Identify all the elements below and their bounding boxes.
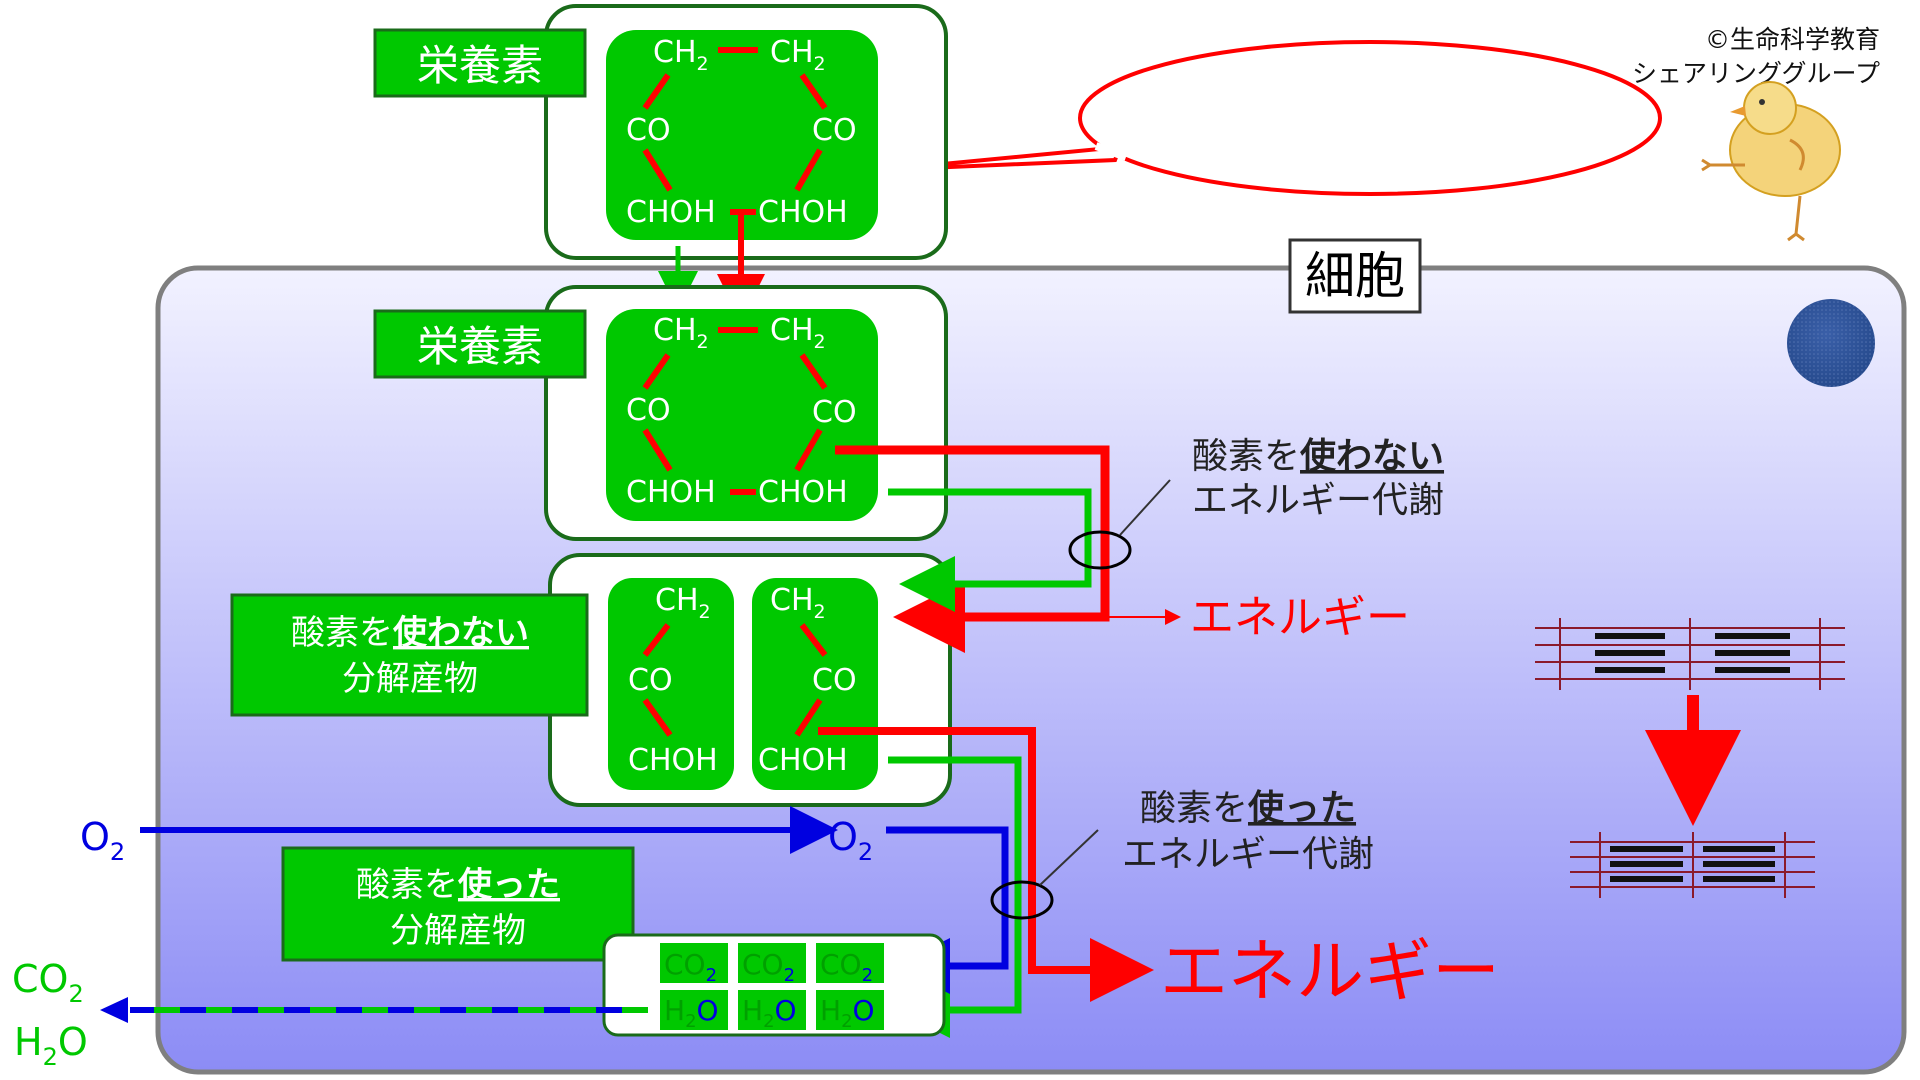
svg-text:CO: CO — [812, 395, 857, 430]
molecule-bonds-top — [642, 47, 828, 215]
svg-text:CHOH: CHOH — [758, 195, 848, 230]
svg-text:CO: CO — [812, 113, 857, 148]
sarcomere-contracted — [1570, 832, 1815, 898]
svg-text:CH2: CH2 — [653, 35, 709, 75]
svg-text:CO2: CO2 — [742, 948, 795, 986]
anaerobic-energy-label: エネルギー — [1190, 592, 1410, 643]
svg-text:CH2: CH2 — [653, 313, 709, 353]
speech-bubble — [879, 40, 1662, 196]
o2-outside-label: O2 — [80, 815, 125, 866]
anaerobic-metabolism-line2: エネルギー代謝 — [1192, 480, 1444, 521]
svg-text:CO: CO — [626, 113, 671, 148]
molecule-top: CH2 CH2 CO CO CHOH CHOH — [626, 35, 857, 230]
svg-text:H2O: H2O — [820, 994, 875, 1032]
svg-text:CHOH: CHOH — [626, 195, 716, 230]
aerobic-products-label-box — [281, 846, 635, 962]
svg-text:CHOH: CHOH — [626, 475, 716, 510]
svg-text:CHOH: CHOH — [758, 475, 848, 510]
svg-text:CO2: CO2 — [820, 948, 873, 986]
o2-inside-label: O2 — [828, 815, 873, 866]
cell-label: 細胞 — [1305, 247, 1405, 305]
svg-text:H2O: H2O — [742, 994, 797, 1032]
sarcomere-relaxed — [1535, 618, 1845, 690]
co2-texts: CO2 CO2 CO2 — [664, 948, 873, 986]
nutrient-label-top: 栄養素 — [417, 41, 543, 90]
chick-illustration — [1701, 81, 1841, 242]
anaerobic-callout-ring — [1068, 530, 1132, 570]
co2-outside-label: CO2 — [12, 957, 84, 1008]
aerobic-metabolism-line1: 酸素を使った — [1140, 788, 1356, 829]
h2o-outside-label: H2O — [14, 1020, 88, 1071]
molecule-cell: CH2 CH2 CO CO CHOH CHOH — [626, 313, 857, 510]
anaerobic-metabolism-line1: 酸素を使わない — [1192, 436, 1444, 477]
anaerobic-products-line1: 酸素を使わない — [291, 613, 529, 653]
nutrient-label-box-cell — [373, 309, 587, 379]
svg-text:CHOH: CHOH — [628, 743, 718, 778]
aerobic-products-line1: 酸素を使った — [356, 865, 560, 905]
half-molecule-right — [752, 578, 878, 790]
aerobic-metabolism-line2: エネルギー代謝 — [1122, 834, 1374, 875]
half-molecule-bonds — [642, 623, 828, 737]
svg-text:CO2: CO2 — [664, 948, 717, 986]
svg-text:CHOH: CHOH — [758, 743, 848, 778]
nutrient-label-cell: 栄養素 — [417, 322, 543, 371]
anaerobic-path-green — [888, 488, 1092, 612]
svg-text:CH2: CH2 — [770, 35, 826, 75]
aerobic-products-line2: 分解産物 — [390, 911, 526, 951]
svg-text:CH2: CH2 — [770, 313, 826, 353]
outflow-arrowhead — [100, 997, 128, 1023]
svg-text:CH2: CH2 — [655, 583, 711, 623]
aerobic-energy-label: エネルギー — [1160, 933, 1500, 1012]
aerobic-path-red — [818, 727, 1154, 1002]
aerobic-callout-ring — [990, 880, 1054, 920]
nutrient-label-box-top — [373, 28, 587, 98]
svg-text:H2O: H2O — [664, 994, 719, 1032]
svg-text:CO: CO — [626, 393, 671, 428]
half-molecules-text: CH2 CH2 CO CO CHOH CHOH — [628, 583, 857, 778]
cell-label-box — [1288, 238, 1422, 314]
anaerobic-products-line2: 分解産物 — [342, 659, 478, 699]
copyright-line2: シェアリンググループ — [1632, 59, 1880, 88]
aerobic-path-green — [888, 756, 1022, 1038]
half-molecule-left — [608, 578, 734, 790]
svg-text:CH2: CH2 — [770, 583, 826, 623]
molecule-bonds-cell — [642, 327, 828, 495]
svg-text:CO: CO — [628, 663, 673, 698]
svg-text:CO: CO — [812, 663, 857, 698]
aerobic-path-blue — [886, 826, 1009, 994]
copyright-line1: ©生命科学教育 — [1705, 25, 1880, 54]
h2o-texts: H2O H2O H2O — [664, 994, 875, 1032]
anaerobic-products-label-box — [230, 593, 589, 717]
co2-cells — [660, 943, 884, 1030]
